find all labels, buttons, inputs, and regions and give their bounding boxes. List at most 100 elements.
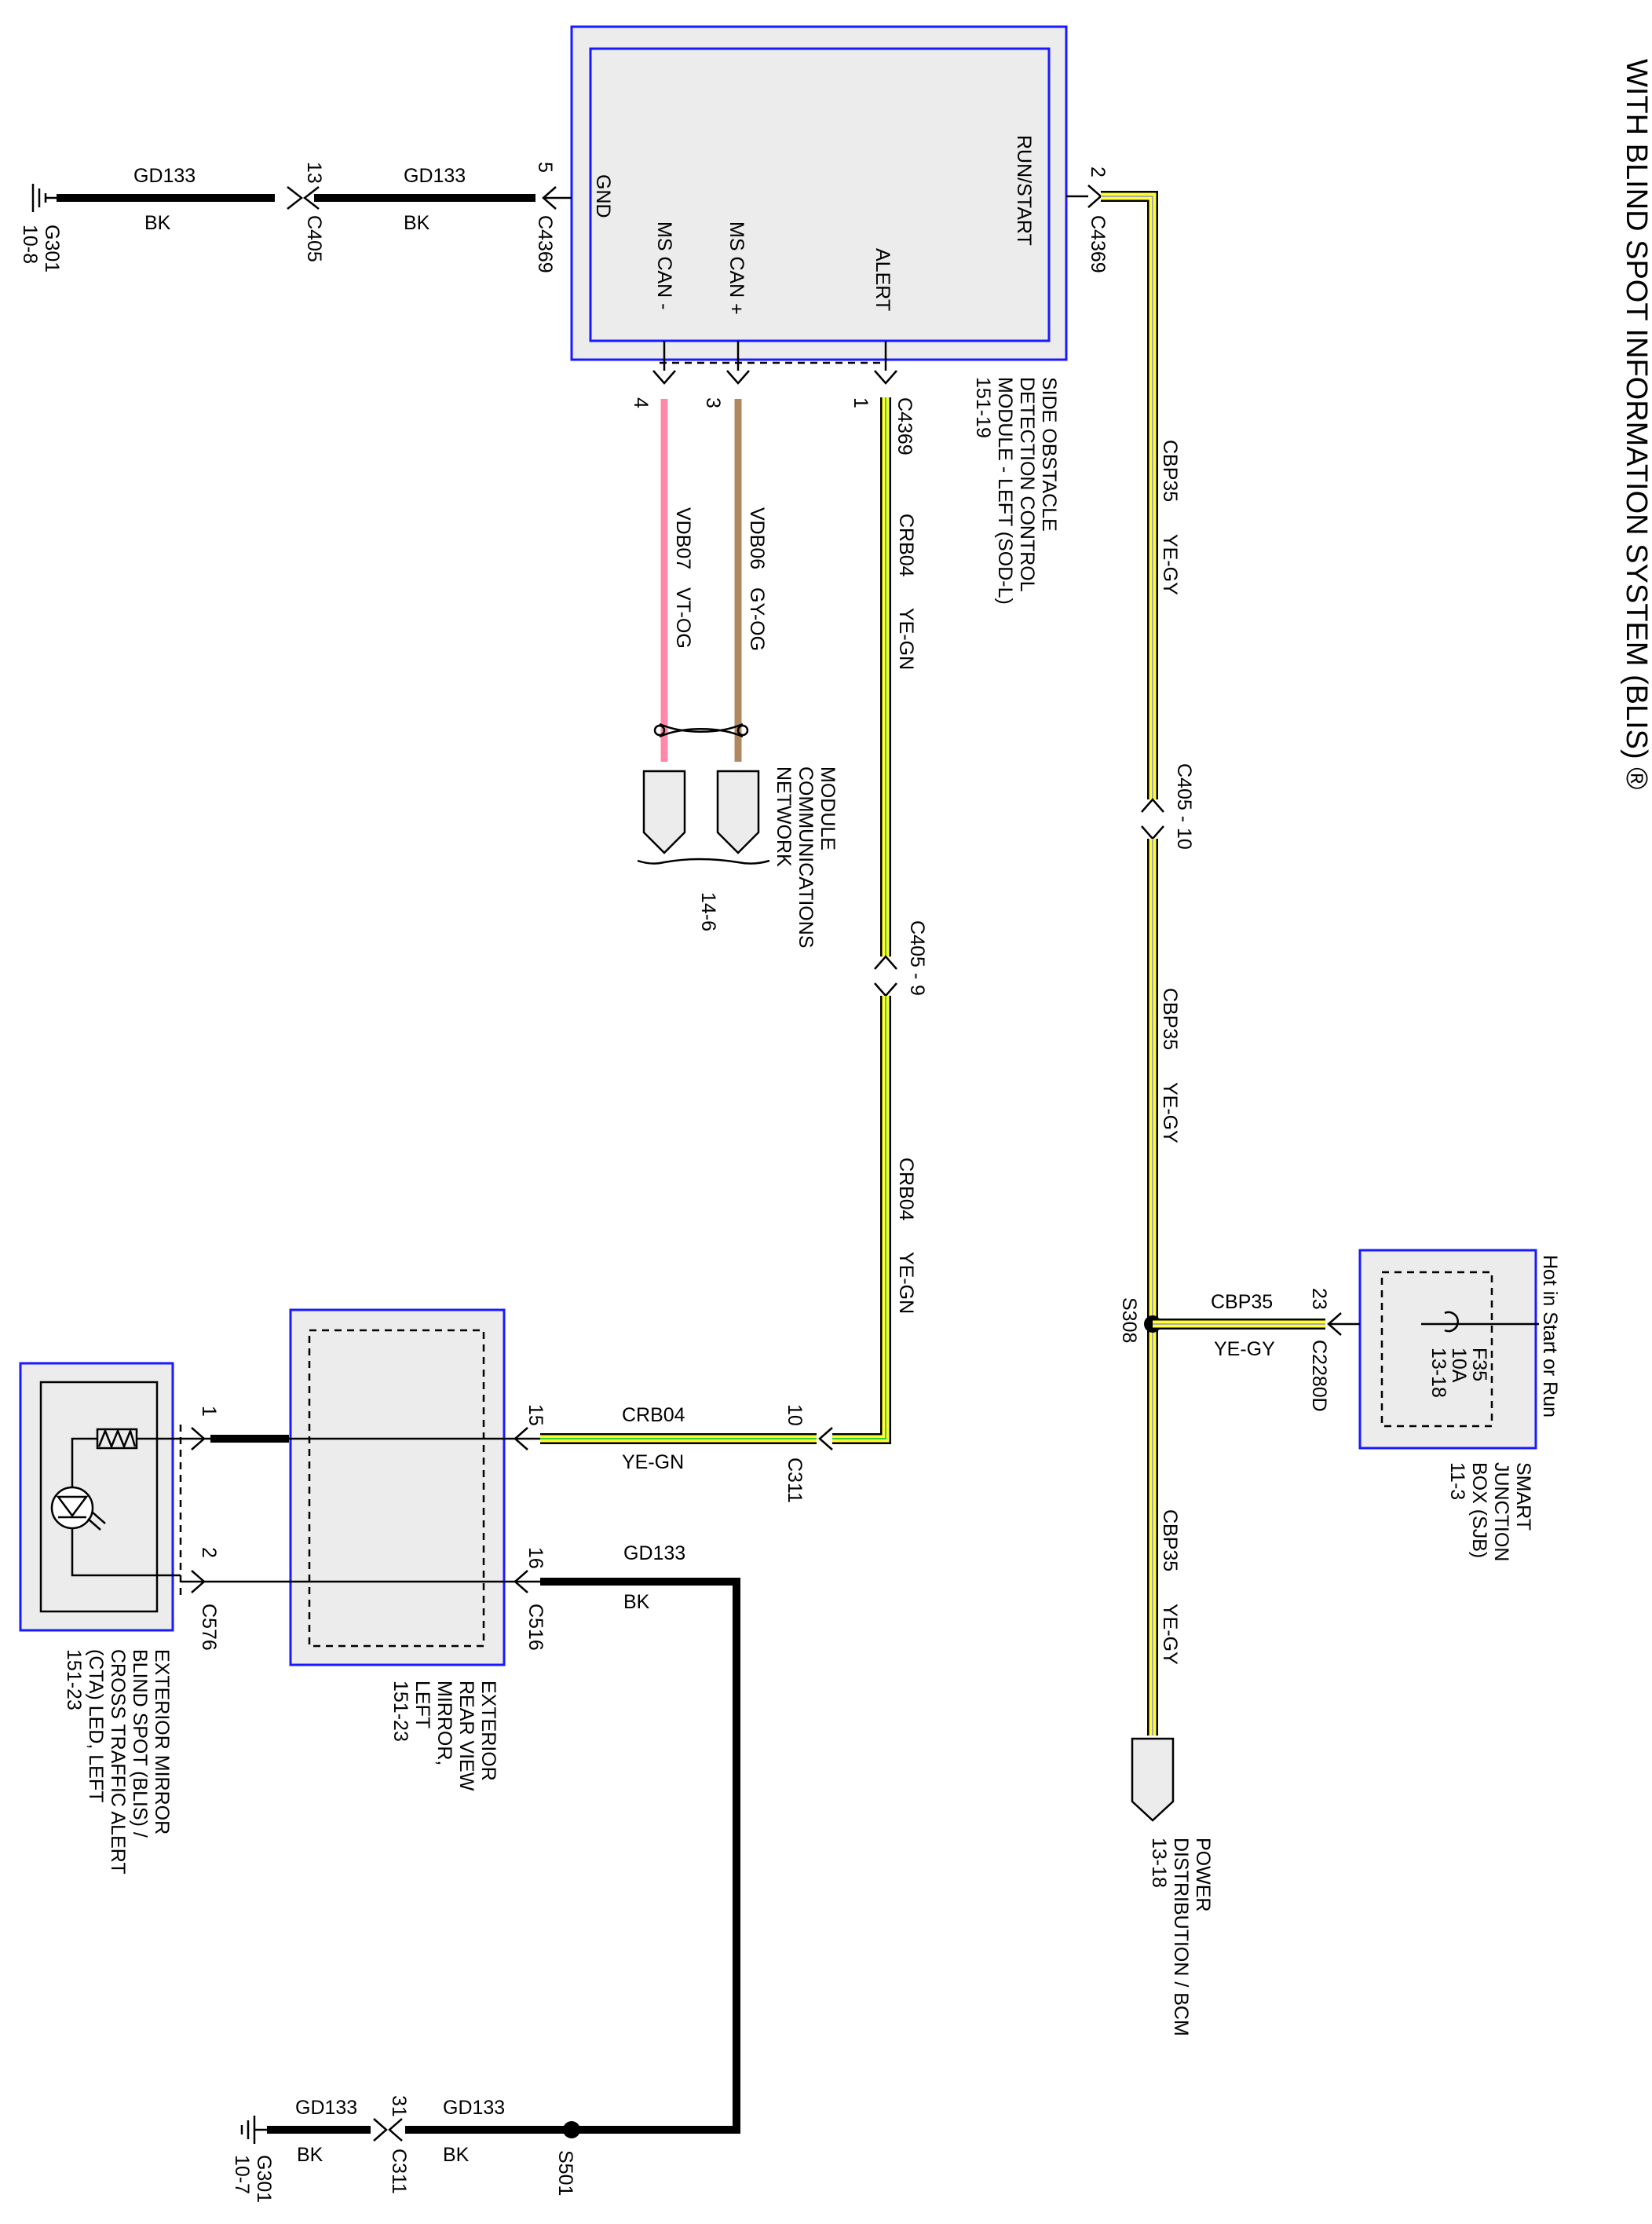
connector-c311-alert [818, 1427, 833, 1450]
ground-top-ref: 10-8 [19, 225, 41, 264]
c405-top-name: C405 [303, 215, 325, 262]
sjb-name: SMART JUNCTION BOX (SJB) 11-3 [1446, 1462, 1534, 1561]
connector-c4369-can-minus [652, 370, 676, 385]
wire-crb04-lower [832, 996, 891, 1444]
sjb-pin: 23 [1308, 1288, 1330, 1310]
wire-lower-circuit: CBP35 [1159, 1509, 1181, 1571]
ground-wire-right-color: BK [623, 1591, 650, 1613]
sod-pin-gnd: GND [592, 174, 614, 218]
svg-text:(CTA) LED, LEFT: (CTA) LED, LEFT [85, 1649, 107, 1802]
alert-connector-name: C4369 [894, 397, 916, 455]
power-distribution-label: POWER DISTRIBUTION / BCM 13-18 [1148, 1838, 1214, 2036]
svg-text:SIDE OBSTACLE: SIDE OBSTACLE [1038, 377, 1060, 532]
sjb-wire-circuit: CBP35 [1211, 1291, 1273, 1313]
wire-vdb07-circuit: VDB07 [672, 507, 694, 569]
svg-text:EXTERIOR: EXTERIOR [477, 1681, 499, 1781]
connector-c405-top [287, 186, 320, 210]
network-ref: 14-6 [697, 892, 719, 931]
c311-alert-name: C311 [784, 1458, 806, 1503]
exterior-mirror-component [289, 1308, 506, 1666]
c311-alert-pin: 10 [784, 1404, 806, 1426]
svg-text:REAR VIEW: REAR VIEW [455, 1681, 477, 1791]
inline-c405-9-label: C405 - 9 [906, 920, 928, 996]
can-minus-pin: 4 [630, 397, 652, 408]
svg-text:CROSS TRAFFIC ALERT: CROSS TRAFFIC ALERT [107, 1649, 129, 1875]
led-pin-1: 1 [198, 1406, 220, 1417]
svg-text:151-19: 151-19 [972, 377, 994, 438]
connector-c4369-can-plus [726, 370, 750, 385]
connector-c576-pin1 [191, 1427, 206, 1450]
svg-text:COMMUNICATIONS: COMMUNICATIONS [795, 766, 817, 948]
led-connector-name: C576 [198, 1604, 220, 1651]
c405-top-pin: 13 [303, 162, 325, 184]
wire-vdb06-color: GY-OG [746, 587, 768, 651]
sod-module-name: SIDE OBSTACLE DETECTION CONTROL MODULE -… [972, 377, 1060, 605]
ground-bottom-ref: 10-7 [231, 2155, 253, 2194]
inline-c405-10-label: C405 - 10 [1173, 763, 1195, 850]
svg-text:10A: 10A [1448, 1348, 1470, 1383]
wire-top-right-circuit: GD133 [404, 165, 466, 187]
alert-wire-horizontal-circuit: CRB04 [622, 1404, 685, 1426]
alert-wire-lower-color: YE-GN [895, 1252, 917, 1314]
ground-wire-mid-color: BK [443, 2144, 470, 2166]
wire-upper-circuit: CBP35 [1159, 440, 1181, 502]
svg-text:DETECTION CONTROL: DETECTION CONTROL [1016, 377, 1038, 592]
mirror-connector-name: C516 [524, 1604, 546, 1651]
sod-module [570, 25, 1068, 364]
splice-s308-label: S308 [1118, 1297, 1140, 1343]
sod-pin-ms-can-minus: MS CAN - [653, 221, 675, 310]
led-name: EXTERIOR MIRROR BLIND SPOT (BLIS) / CROS… [63, 1649, 173, 1875]
mirror-pin-16: 16 [524, 1547, 546, 1569]
alert-pin: 1 [850, 397, 872, 408]
network-name: MODULE COMMUNICATIONS NETWORK [773, 766, 839, 948]
wire-top-right-color: BK [404, 212, 430, 234]
mirror-pin-15: 15 [524, 1404, 546, 1426]
sjb-component [1358, 1249, 1539, 1450]
svg-text:11-3: 11-3 [1446, 1462, 1468, 1500]
svg-text:SMART: SMART [1512, 1462, 1534, 1531]
sjb-wire-color: YE-GY [1214, 1338, 1275, 1360]
svg-text:EXTERIOR MIRROR: EXTERIOR MIRROR [151, 1649, 173, 1834]
sod-pin-ms-can-plus: MS CAN + [725, 221, 747, 315]
alert-wire-upper-circuit: CRB04 [895, 514, 917, 577]
ground-symbol-bottom [240, 2116, 267, 2144]
led-pin-2: 2 [198, 1547, 220, 1558]
splice-s501-label: S501 [554, 2150, 576, 2196]
svg-text:POWER: POWER [1192, 1838, 1214, 1911]
network-brace [637, 858, 770, 865]
sod-pin-alert: ALERT [872, 248, 894, 311]
svg-text:MODULE: MODULE [817, 766, 839, 850]
led-icon [50, 1486, 106, 1531]
wire-middle-color: YE-GY [1159, 1082, 1181, 1143]
c4369-run-name: C4369 [1087, 215, 1109, 273]
wire-top-left-color: BK [144, 212, 171, 234]
svg-text:151-23: 151-23 [389, 1681, 411, 1742]
c311-bottom-pin: 31 [388, 2095, 410, 2117]
connector-c576-pin2 [191, 1570, 206, 1593]
ground-symbol-top [31, 184, 57, 212]
svg-text:JUNCTION: JUNCTION [1490, 1462, 1512, 1561]
c4369-gnd-pin: 5 [534, 162, 556, 173]
c4369-gnd-name: C4369 [534, 215, 556, 273]
wire-gd133-mirror-ground [540, 1578, 740, 2134]
twisted-pair-symbol [653, 722, 749, 738]
connector-c311-bottom [373, 2118, 403, 2142]
svg-text:13-18: 13-18 [1427, 1348, 1449, 1398]
wire-lower-color: YE-GY [1159, 1604, 1181, 1665]
mirror-name: EXTERIOR REAR VIEW MIRROR, LEFT 151-23 [389, 1681, 499, 1791]
wire-upper-color: YE-GY [1159, 534, 1181, 595]
ground-bottom-name: G301 [253, 2155, 275, 2203]
svg-text:BLIND SPOT (BLIS) /: BLIND SPOT (BLIS) / [129, 1649, 151, 1838]
power-distribution-connector [1131, 1737, 1175, 1822]
connector-c4369-run [1087, 185, 1102, 208]
ground-wire-left-color: BK [297, 2144, 323, 2166]
ground-wire-mid-circuit: GD133 [443, 2097, 505, 2119]
svg-text:NETWORK: NETWORK [773, 766, 795, 867]
sod-pin-run-start: RUN/START [1013, 135, 1035, 246]
diagram-title: WITH BLIND SPOT INFORMATION SYSTEM (BLIS… [1620, 59, 1652, 789]
sjb-connector-name: C2280D [1308, 1340, 1330, 1412]
wire-top-left-circuit: GD133 [133, 165, 196, 187]
ground-top-name: G301 [41, 225, 63, 273]
svg-text:13-18: 13-18 [1148, 1838, 1170, 1888]
connector-c4369-alert [874, 370, 897, 385]
